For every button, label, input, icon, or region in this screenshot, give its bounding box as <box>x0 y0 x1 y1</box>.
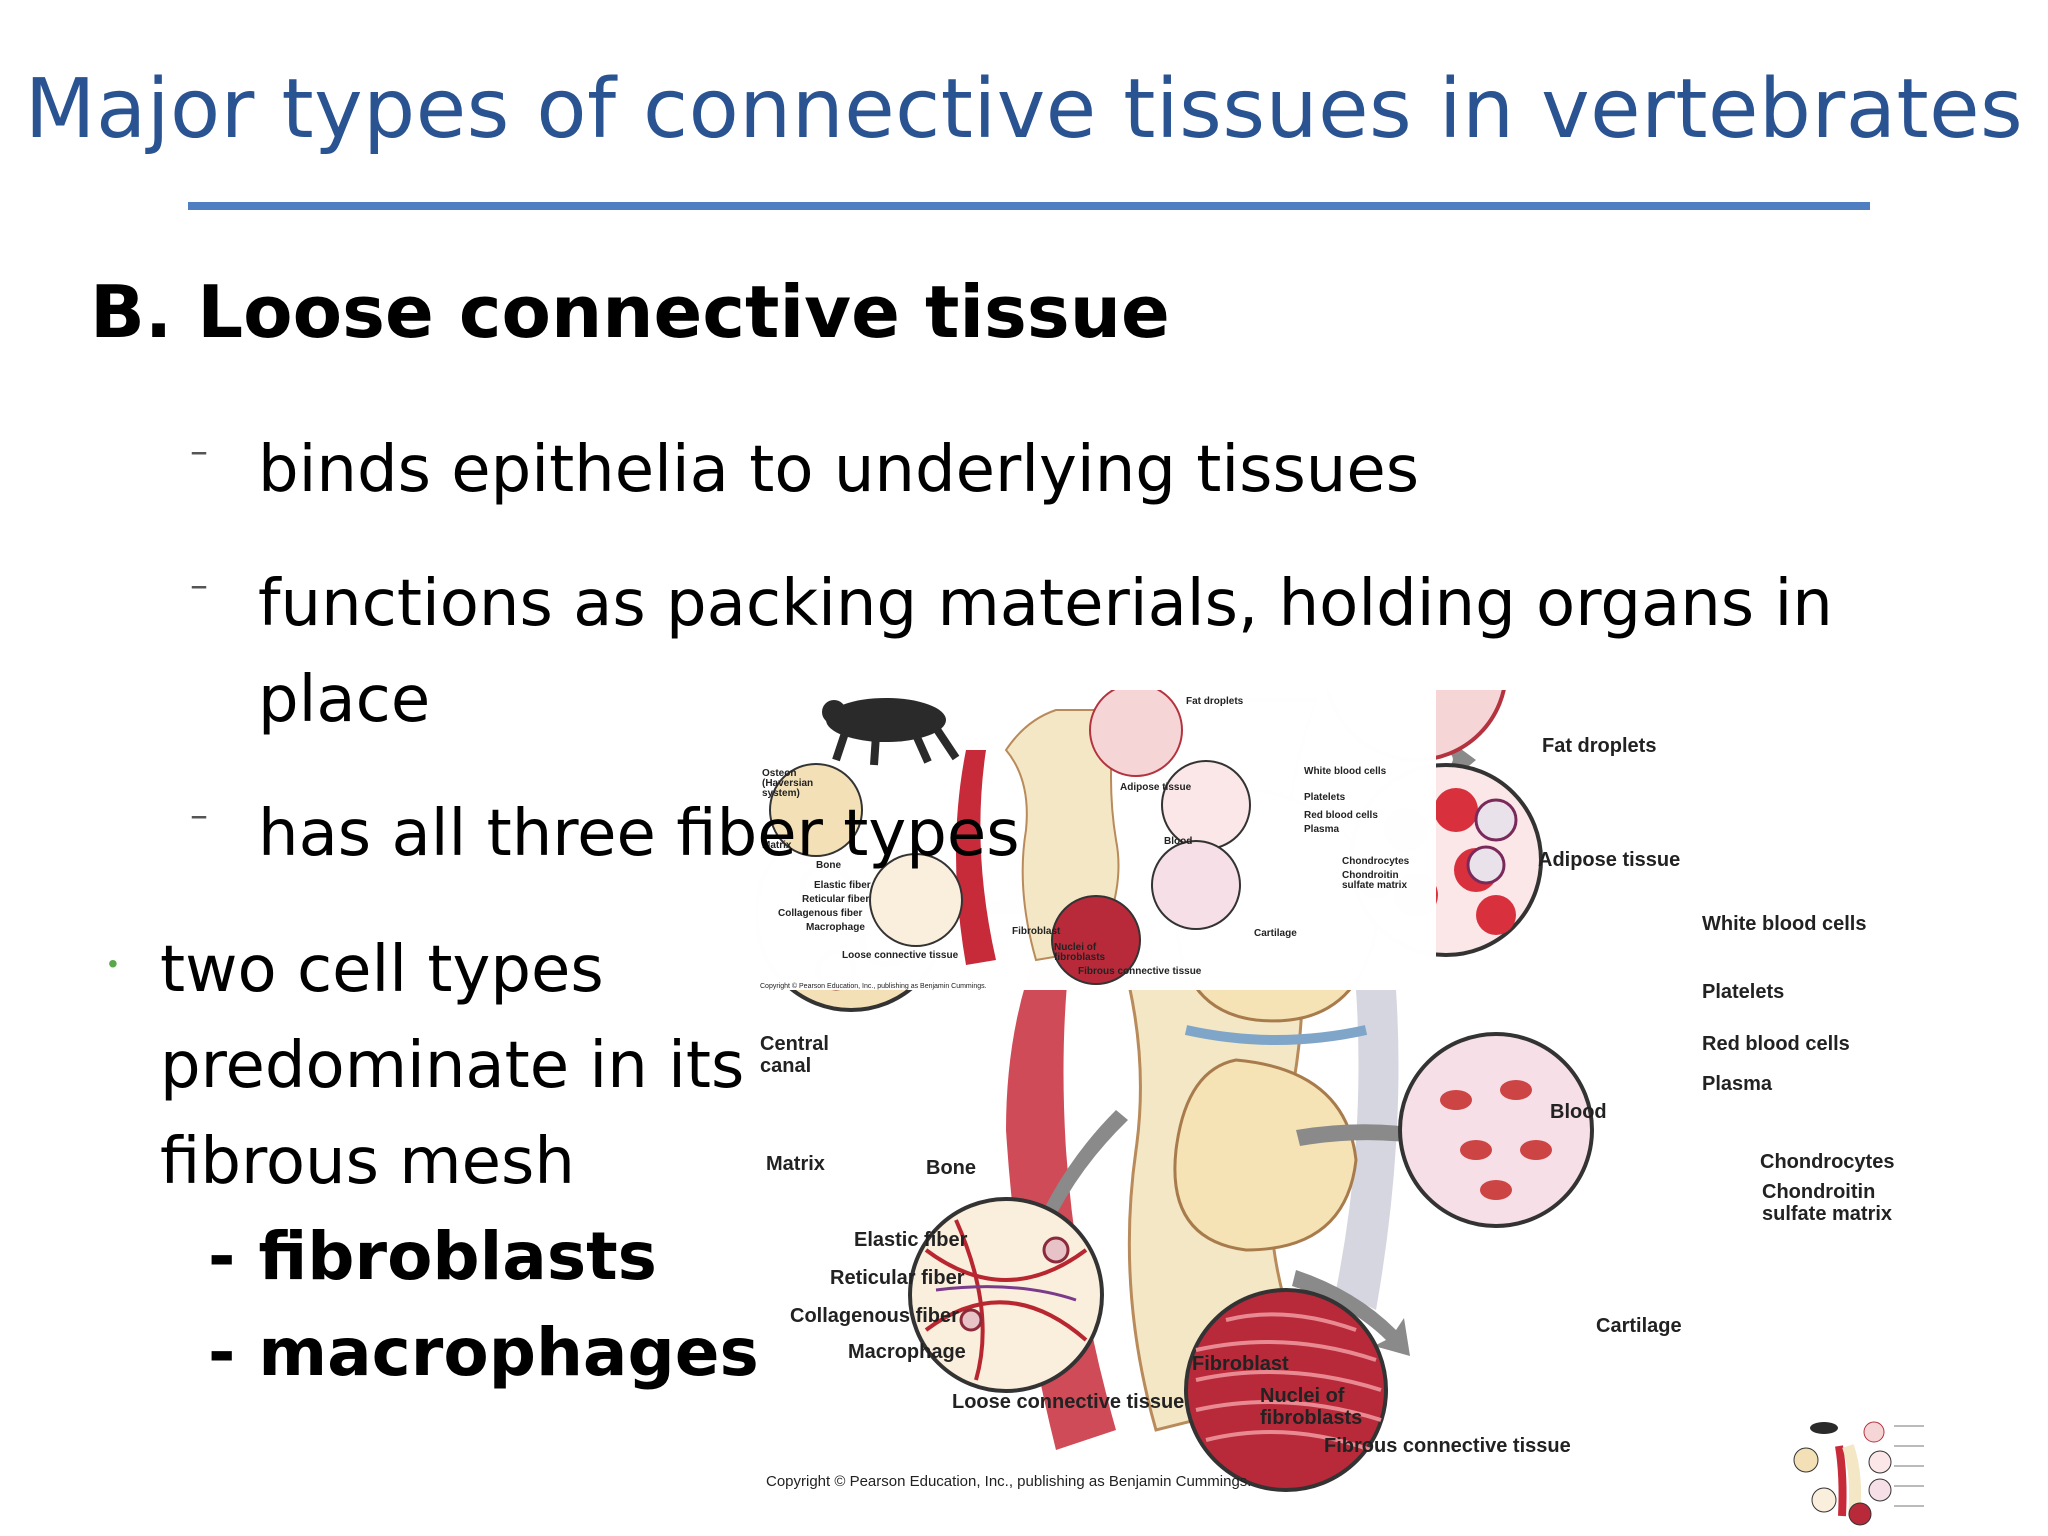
label-cartilage: Cartilage <box>1596 1315 1682 1337</box>
sub-bullet-text: has all three fiber types <box>258 797 1020 871</box>
label-reticular: Reticular fiber <box>830 1267 965 1289</box>
svg-text:system): system) <box>762 788 800 799</box>
svg-text:Adipose tissue: Adipose tissue <box>1120 782 1192 793</box>
label-nuclei-1: Nuclei of <box>1260 1385 1345 1407</box>
label-macrophage: Macrophage <box>848 1341 966 1363</box>
bullet-line: predominate in its <box>160 1029 745 1103</box>
svg-text:Platelets: Platelets <box>1304 792 1346 803</box>
figure-labels: Fat droplets Adipose tissue White blood … <box>760 735 1894 1490</box>
svg-text:Elastic fiber: Elastic fiber <box>814 880 871 891</box>
label-bone: Bone <box>926 1157 976 1179</box>
label-copyright: Copyright © Pearson Education, Inc., pub… <box>766 1473 1251 1490</box>
svg-text:Bone: Bone <box>816 860 841 871</box>
svg-text:Chondrocytes: Chondrocytes <box>1342 856 1410 867</box>
label-chondrocytes: Chondrocytes <box>1760 1151 1894 1173</box>
label-fat-droplets: Fat droplets <box>1542 735 1656 757</box>
label-central-1: Central <box>760 1033 829 1055</box>
label-fibroblast: Fibroblast <box>1192 1353 1289 1375</box>
svg-text:Collagenous fiber: Collagenous fiber <box>778 908 863 919</box>
label-platelets: Platelets <box>1702 981 1784 1003</box>
loose-tissue-illustration <box>908 1197 1104 1393</box>
bullet-line: fibrous mesh <box>160 1125 575 1199</box>
svg-text:Copyright © Pearson Education,: Copyright © Pearson Education, Inc., pub… <box>760 982 987 990</box>
svg-text:Chondroitin: Chondroitin <box>1342 870 1399 881</box>
chimpanzee-illustration <box>822 698 960 766</box>
svg-text:Reticular fiber: Reticular fiber <box>802 894 869 905</box>
label-matrix: Matrix <box>766 1153 825 1175</box>
svg-text:Osteon: Osteon <box>762 768 796 779</box>
svg-text:White blood cells: White blood cells <box>1304 766 1387 777</box>
svg-text:fibroblasts: fibroblasts <box>1054 952 1106 963</box>
main-bullet-text: two cell types predominate in its fibrou… <box>160 922 744 1210</box>
label-fibrous: Fibrous connective tissue <box>1324 1435 1571 1457</box>
title-underline <box>188 202 1870 210</box>
fibrous-tissue-illustration <box>1184 1288 1388 1492</box>
svg-text:Blood: Blood <box>1164 836 1192 847</box>
dash-marker: – <box>190 795 208 836</box>
svg-text:Plasma: Plasma <box>1304 824 1339 835</box>
inset-bone <box>769 763 863 857</box>
sub-bullet-text: binds epithelia to underlying tissues <box>258 433 1420 507</box>
svg-text:Fibroblast: Fibroblast <box>1012 926 1061 937</box>
dash-marker: – <box>190 431 208 472</box>
label-central-2: canal <box>760 1055 811 1077</box>
inset-cartilage <box>1151 840 1241 930</box>
inset-labels: Osteon (Haversian system) Matrix Bone El… <box>760 696 1410 990</box>
label-rbc: Red blood cells <box>1702 1033 1850 1055</box>
svg-text:Loose connective tissue: Loose connective tissue <box>842 950 959 961</box>
label-chondroitin-1: Chondroitin <box>1762 1181 1875 1203</box>
svg-text:Cartilage: Cartilage <box>1254 928 1297 939</box>
svg-text:(Haversian: (Haversian <box>762 778 813 789</box>
sub-bullet-text: place <box>258 663 431 737</box>
label-collagenous: Collagenous fiber <box>790 1305 959 1327</box>
label-wbc: White blood cells <box>1702 913 1866 935</box>
svg-text:Matrix: Matrix <box>762 840 792 851</box>
svg-text:Red blood cells: Red blood cells <box>1304 810 1378 821</box>
svg-text:Fat droplets: Fat droplets <box>1186 696 1244 707</box>
svg-text:sulfate matrix: sulfate matrix <box>1342 880 1407 891</box>
slide-title: Major types of connective tissues in ver… <box>24 62 2024 157</box>
inset-adipose <box>1089 690 1183 777</box>
svg-text:Macrophage: Macrophage <box>806 922 865 933</box>
cell-type-macrophages: - macrophages <box>208 1314 759 1391</box>
bullet-marker: • <box>108 948 118 979</box>
label-chondroitin-2: sulfate matrix <box>1762 1203 1892 1225</box>
cell-type-fibroblasts: - fibroblasts <box>208 1218 657 1295</box>
svg-text:Nuclei of: Nuclei of <box>1054 942 1097 953</box>
dash-marker: – <box>190 565 208 606</box>
svg-text:Fibrous connective tissue: Fibrous connective tissue <box>1078 966 1202 977</box>
label-adipose: Adipose tissue <box>1538 849 1680 871</box>
cartilage-illustration <box>1398 1032 1594 1228</box>
label-nuclei-2: fibroblasts <box>1260 1407 1362 1429</box>
label-blood: Blood <box>1550 1101 1607 1123</box>
bullet-line: two cell types <box>160 933 604 1007</box>
thumbnail-figure <box>1793 1421 1924 1526</box>
sub-bullet-text: functions as packing materials, holding … <box>258 567 1833 641</box>
inset-loose <box>869 853 963 947</box>
section-heading: B. Loose connective tissue <box>90 270 1170 354</box>
label-loose: Loose connective tissue <box>952 1391 1184 1413</box>
inset-fibrous <box>1051 895 1141 985</box>
inset-figure: Osteon (Haversian system) Matrix Bone El… <box>756 690 1436 990</box>
label-plasma: Plasma <box>1702 1073 1773 1095</box>
label-elastic: Elastic fiber <box>854 1229 968 1251</box>
